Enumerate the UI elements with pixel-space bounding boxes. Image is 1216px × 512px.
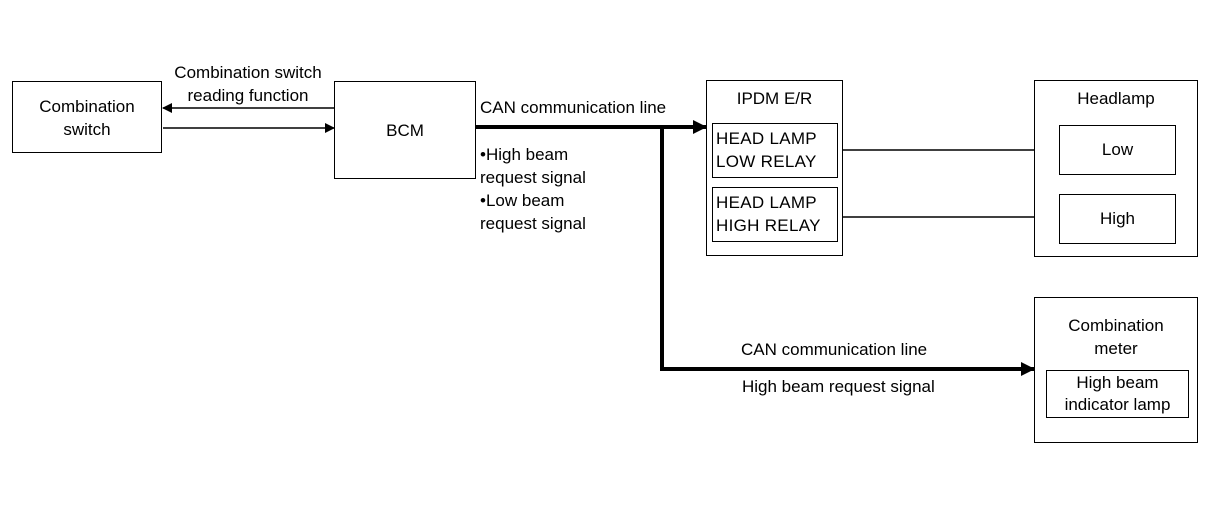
- switch-reading-function-label: Combination switch reading function: [174, 63, 322, 105]
- low-lamp: Low: [1059, 125, 1176, 175]
- bcm-box: BCM: [334, 81, 476, 179]
- high-beam-indicator-lamp: High beam indicator lamp: [1046, 370, 1189, 418]
- combination-meter-label: Combination meter: [1068, 316, 1164, 358]
- high-lamp: High: [1059, 194, 1176, 244]
- head-lamp-low-relay: HEAD LAMP LOW RELAY: [712, 123, 838, 178]
- ipdm-label: IPDM E/R: [736, 89, 813, 108]
- ipdm-box: IPDM E/R HEAD LAMP LOW RELAY HEAD LAMP H…: [706, 80, 843, 256]
- high-beam-request-bottom-label: High beam request signal: [742, 377, 935, 396]
- low-beam-request-signal-label: •Low beam request signal: [480, 191, 586, 233]
- combination-switch-box: Combination switch: [12, 81, 162, 153]
- headlamp-label: Headlamp: [1077, 89, 1155, 108]
- can-line-to-meter: [660, 127, 1035, 376]
- head-lamp-high-relay: HEAD LAMP HIGH RELAY: [712, 187, 838, 242]
- bcm-label: BCM: [386, 121, 424, 140]
- headlamp-box: Headlamp Low High: [1034, 80, 1198, 257]
- combination-meter-box: Combination meter High beam indicator la…: [1034, 297, 1198, 443]
- can-line-bottom-label: CAN communication line: [741, 340, 928, 359]
- can-line-top-label: CAN communication line: [480, 98, 667, 117]
- combination-switch-label: Combination switch: [39, 97, 135, 139]
- high-beam-request-signal-label: •High beam request signal: [480, 145, 586, 187]
